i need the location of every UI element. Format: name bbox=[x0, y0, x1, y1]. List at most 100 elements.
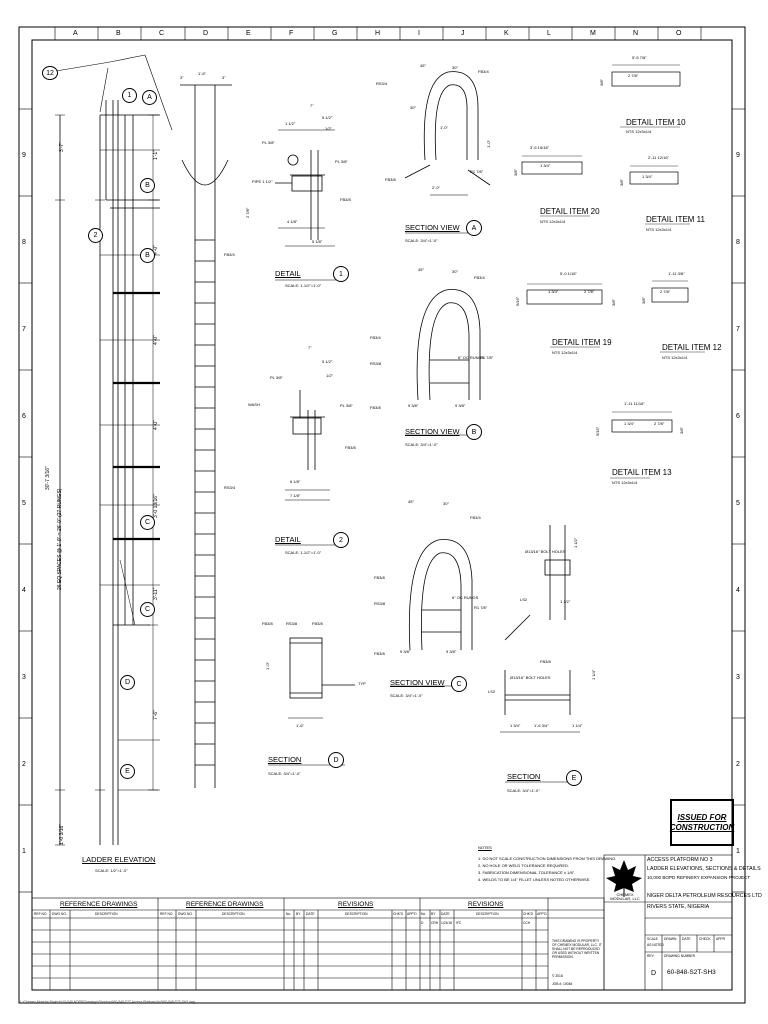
grid-row-left-7: 7 bbox=[22, 326, 26, 333]
item12-title: DETAIL ITEM 12 bbox=[662, 343, 722, 352]
grid-row-right-4: 4 bbox=[736, 587, 740, 594]
rev2-col-chkd: CHK'D bbox=[523, 912, 533, 916]
section-a-angle-1: 45° bbox=[420, 63, 427, 68]
section-d-fb-1: FB3/8 bbox=[262, 621, 273, 626]
company-name: CHEMEX MODULAR, LLC bbox=[610, 892, 640, 901]
section-d-dim-2: 1'-6" bbox=[296, 723, 304, 728]
item11-dim-2: 1 3/4" bbox=[642, 174, 653, 179]
ladder-bubble-a: A bbox=[142, 90, 157, 105]
rev2-col-date: DATE bbox=[441, 912, 450, 916]
section-c-title: SECTION VIEW bbox=[390, 678, 445, 687]
grid-row-right-2: 2 bbox=[736, 761, 740, 768]
item19-title: DETAIL ITEM 19 bbox=[552, 338, 612, 347]
ladder-seg1-dim: 1'-1" bbox=[153, 150, 159, 160]
section-b-dim-3: R1 7/8" bbox=[480, 355, 494, 360]
section-c-fb-3: FB3/8 bbox=[374, 651, 385, 656]
item19-dim-2: 1 3/4" bbox=[548, 289, 559, 294]
item10-scale: NTS 12x3x1/4 bbox=[626, 129, 652, 134]
section-e-scale: SCALE: 3/4"=1'-0" bbox=[507, 788, 540, 793]
section-e-dim-4: 1 1/4" bbox=[591, 669, 596, 680]
grid-row-right-3: 3 bbox=[736, 674, 740, 681]
item11-dim-3: 3/8" bbox=[619, 179, 624, 186]
detail1-dim-4: 1/2" bbox=[325, 126, 332, 131]
side-rungs bbox=[195, 239, 215, 766]
detail1-pipe: PIPE 1 1/2" bbox=[252, 179, 273, 184]
ladder-bubble-d: D bbox=[120, 675, 135, 690]
section-b-dim-1: 9 3/8" bbox=[408, 403, 419, 408]
item12-scale: NTS 12x3x1/4 bbox=[662, 355, 688, 360]
note-4: 4. WELDS TO BE 1/4" FILLET UNLESS NOTED … bbox=[478, 877, 591, 882]
rev-col-by: BY bbox=[296, 912, 301, 916]
detail1-title: DETAIL bbox=[275, 269, 301, 278]
detail1-dim-3: 5 1/2" bbox=[322, 115, 333, 120]
ref-drawings-header-2: REFERENCE DRAWINGS bbox=[186, 901, 264, 908]
item12-dim-1: 1'-11 3/8" bbox=[668, 271, 685, 276]
grid-column-o: O bbox=[676, 30, 682, 37]
section-a-fb-1: FB3/8 bbox=[385, 177, 396, 182]
item13-dim-5: 3/8" bbox=[679, 427, 684, 434]
ladder-bubble-e: E bbox=[120, 764, 135, 779]
tb-check-label: CHECK bbox=[699, 937, 711, 941]
section-e-dim-6: 1 1/2" bbox=[573, 537, 578, 548]
grid-column-c: C bbox=[159, 30, 165, 37]
rev-col-appd: APP'D bbox=[407, 912, 417, 916]
detail1-dim-1: 7" bbox=[310, 103, 314, 108]
grid-column-b: B bbox=[116, 30, 121, 37]
section-c-rs: RS3/8 bbox=[374, 601, 386, 606]
detail1-scale: SCALE: 1-1/2"=1'-0" bbox=[285, 283, 322, 288]
item13-title: DETAIL ITEM 13 bbox=[612, 468, 672, 477]
section-b-dim-4: 6" OC RUNGS bbox=[458, 355, 485, 360]
section-b-dim-2: 9 3/8" bbox=[455, 403, 466, 408]
tb-title-4: NIGER DELTA PETROLEUM RESOURCES LTD bbox=[647, 893, 762, 899]
detail2-title: DETAIL bbox=[275, 535, 301, 544]
ladder-seg4-dim: 4'-0" bbox=[153, 420, 159, 430]
ladder-bottom-dim: 1'-0 3/16" bbox=[59, 823, 65, 845]
item13-dim-3: 2 7/8" bbox=[654, 421, 665, 426]
detail1-bubble: 1 bbox=[333, 266, 349, 282]
file-path-footer: L:\Chemex Modular Projects\10-048 NDPR\D… bbox=[20, 1000, 196, 1004]
rev2-col-by: BY bbox=[431, 912, 436, 916]
stamp-line-1: ISSUED FOR bbox=[677, 812, 727, 822]
rev2-col-appd: APP'D bbox=[537, 912, 547, 916]
section-e-dim-5: 1 1/2" bbox=[560, 599, 571, 604]
detail1-dim-5: 2 7/8" bbox=[245, 207, 250, 218]
section-c-fb-2: FB3/8 bbox=[374, 575, 385, 580]
section-a-scale: SCALE: 3/4"=1'-0" bbox=[405, 238, 438, 243]
rev-col-chkd: CHK'D bbox=[393, 912, 403, 916]
note-2: 2. NO HOLE OR WELD TOLERANCE REQUIRED. bbox=[478, 863, 569, 868]
stamp-line-2: CONSTRUCTION bbox=[669, 822, 735, 832]
detail2-dim-4: 6 1/8" bbox=[290, 479, 301, 484]
item20-title: DETAIL ITEM 20 bbox=[540, 207, 600, 216]
section-a-fb-2: FB3/4 bbox=[478, 69, 489, 74]
rev-col-date: DATE bbox=[306, 912, 315, 916]
rev-row-desc: IFC bbox=[456, 921, 462, 925]
tb-job: JOB #: 10048 bbox=[552, 982, 573, 986]
ladder-seg3-dim: 4'-0" bbox=[153, 335, 159, 345]
ladder-seg5-dim: 3'-0 13/16" bbox=[153, 494, 159, 518]
detail2-bubble: 2 bbox=[333, 532, 349, 548]
grid-column-d: D bbox=[203, 30, 209, 37]
detail2-wash: WASH bbox=[248, 402, 260, 407]
section-b-rs: RS3/8 bbox=[370, 361, 382, 366]
section-b-fb-3: FB3/8 bbox=[370, 405, 381, 410]
grid-row-left-4: 4 bbox=[22, 587, 26, 594]
ladder-top-dim: 3'-7" bbox=[59, 142, 65, 152]
section-d-scale: SCALE: 3/4"=1'-0" bbox=[268, 771, 301, 776]
note-3: 3. FABRICATION DIMENSIONAL TOLERANCE ± 1… bbox=[478, 870, 576, 875]
detail1-pl-1: PL 3/8" bbox=[262, 140, 275, 145]
grid-row-right-9: 9 bbox=[736, 152, 740, 159]
section-d-fb-2: FB3/8 bbox=[312, 621, 323, 626]
grid-row-left-6: 6 bbox=[22, 413, 26, 420]
section-e-holes-1: Ø13/16" BOLT HOLES bbox=[525, 549, 566, 554]
detail2-dim-1: 7" bbox=[308, 345, 312, 350]
item19-dim-5: 3/8" bbox=[611, 299, 616, 306]
detail2-fb: FB3/8 bbox=[345, 445, 356, 450]
revisions-header-2: REVISIONS bbox=[468, 901, 504, 908]
ref2-col-dwgno: DWG NO. bbox=[178, 912, 193, 916]
item13-dim-1: 1'-11 11/16" bbox=[624, 401, 645, 406]
section-a-dim-4: 1'-0" bbox=[440, 125, 448, 130]
section-b-bubble: B bbox=[466, 424, 482, 440]
rev-col-desc: DESCRIPTION bbox=[345, 912, 368, 916]
item13-dim-2: 1 3/4" bbox=[624, 421, 635, 426]
